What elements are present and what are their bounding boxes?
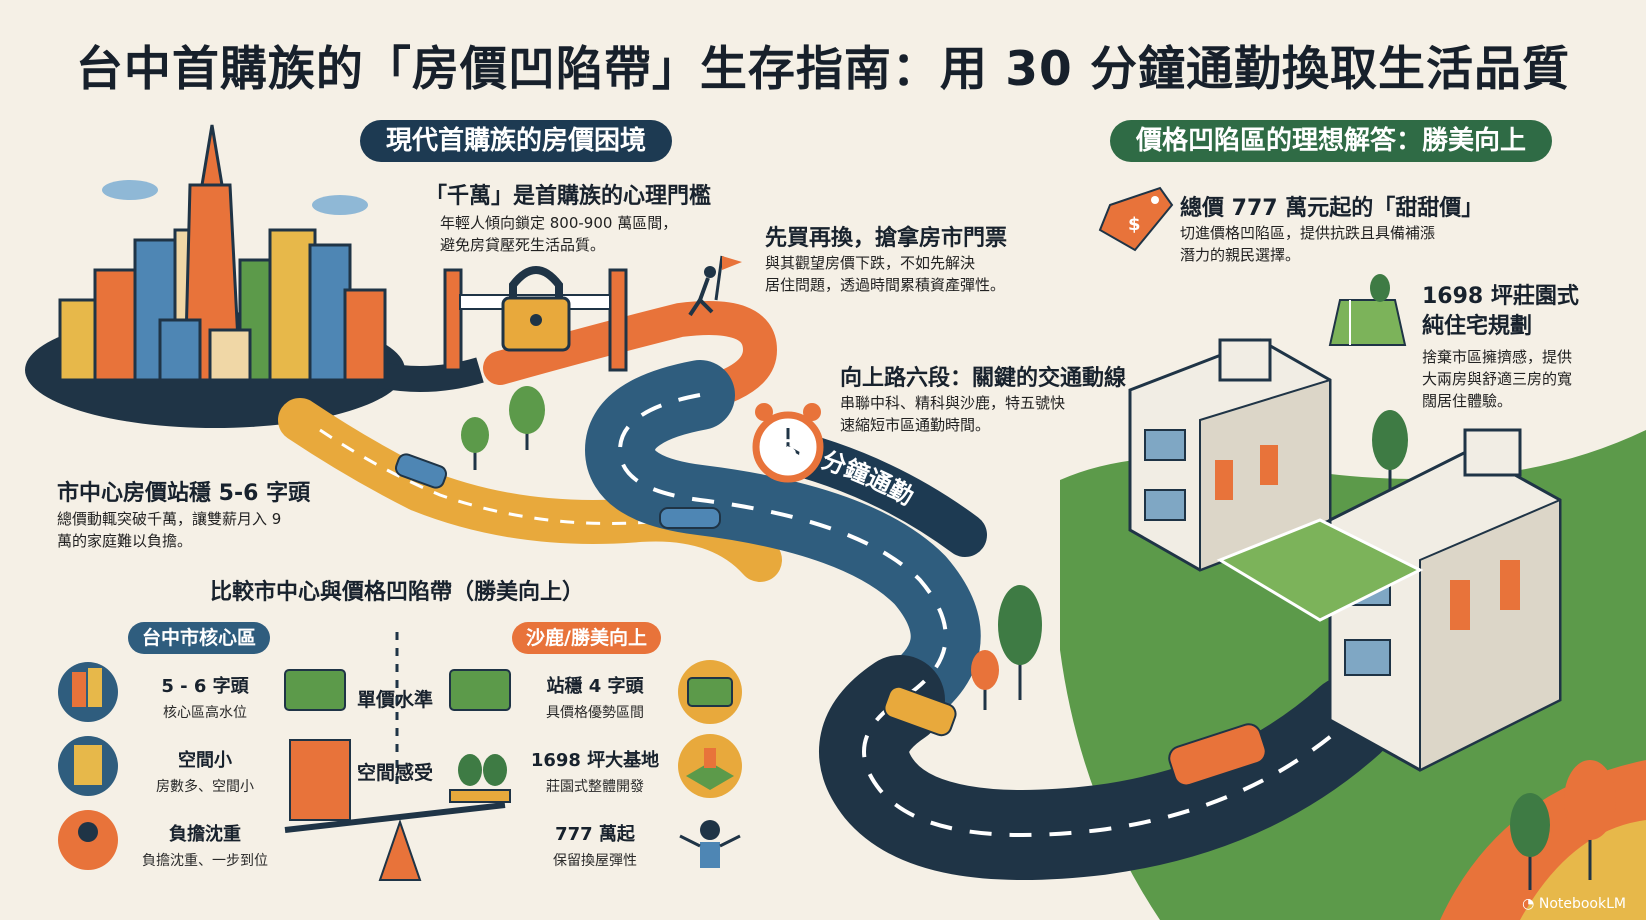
house-icon <box>1128 338 1562 772</box>
plan-body: 捨棄市區擁擠感，提供 大兩房與舒適三房的寬 闊居住體驗。 <box>1422 348 1573 410</box>
city-skyline-icon <box>58 124 387 382</box>
comparison-left-3: 負擔沈重 負擔沈重、一步到位 <box>142 824 268 869</box>
comparison-left-1: 5 - 6 字頭 核心區高水位 <box>161 676 249 721</box>
lock-icon <box>501 266 571 352</box>
dark-road <box>377 357 484 392</box>
land-plot-icon <box>1328 274 1407 346</box>
svg-text:$: $ <box>1128 214 1141 235</box>
car-icon <box>394 453 1267 787</box>
yellow-hill <box>1520 820 1646 920</box>
cloud <box>102 180 158 200</box>
comparison-middle-2: 空間感受 <box>357 762 434 784</box>
watermark: ◔ NotebookLM <box>1522 896 1626 912</box>
road-heading: 向上路六段：關鍵的交通動線 <box>840 366 1127 391</box>
comparison-left-2: 空間小 房數多、空間小 <box>156 750 254 795</box>
buy-first-body: 與其觀望房價下跌，不如先解決 居住問題，透過時間累積資產彈性。 <box>765 254 1006 294</box>
comparison-right-3: 777 萬起 保留換屋彈性 <box>553 824 637 869</box>
cloud <box>312 195 368 215</box>
buy-first-heading: 先買再換，搶拿房市門票 <box>765 226 1008 251</box>
tree-icon <box>461 386 1616 890</box>
core-area-label: 台中市核心區 <box>128 622 271 654</box>
city-price-body: 總價動輒突破千萬，讓雙薪月入 9 萬的家庭難以負擔。 <box>57 510 282 550</box>
section-pill-dilemma: 現代首購族的房價困境 <box>360 120 673 162</box>
alarm-clock-icon <box>752 403 824 483</box>
page-title: 台中首購族的「房價凹陷帶」生存指南：用 30 分鐘通勤換取生活品質 <box>75 42 1571 97</box>
money-stack-icon <box>284 660 742 724</box>
runner-flag-icon <box>688 255 742 317</box>
balance-scale-icon <box>284 739 511 881</box>
comparison-right-1: 站穩 4 字頭 具價格優勢區間 <box>546 676 644 721</box>
comparison-title: 比較市中心與價格凹陷帶（勝美向上） <box>210 580 585 605</box>
orange-road <box>483 301 778 412</box>
building-icon <box>58 736 118 796</box>
comparison-middle-1: 單價水準 <box>357 689 434 711</box>
comparison-right-2: 1698 坪大基地 莊園式整體開發 <box>530 750 660 795</box>
threshold-body: 年輕人傾向鎖定 800-900 萬區間， 避免房貸壓死生活品質。 <box>440 214 678 254</box>
section-pill-solution: 價格凹陷區的理想解答：勝美向上 <box>1110 120 1553 162</box>
city-price-heading: 市中心房價站穩 5-6 字頭 <box>57 481 311 506</box>
stressed-person-icon <box>58 810 118 870</box>
shrugging-person-icon <box>679 820 741 868</box>
city-icon <box>58 662 118 722</box>
sweet-price-heading: 總價 777 萬元起的「甜甜價」 <box>1180 196 1484 221</box>
sweet-price-body: 切進價格凹陷區，提供抗跌且具備補漲 潛力的親民選擇。 <box>1180 224 1436 264</box>
plan-heading: 1698 坪莊園式 純住宅規劃 <box>1422 284 1579 339</box>
shalu-label: 沙鹿/勝美向上 <box>512 622 661 654</box>
road-body: 串聯中科、精科與沙鹿，特五號快 速縮短市區通勤時間。 <box>840 394 1066 434</box>
barrier-icon <box>443 268 628 372</box>
price-tag-icon: $ <box>1098 186 1174 252</box>
threshold-heading: 「千萬」是首購族的心理門檻 <box>425 184 712 209</box>
plot-building-icon <box>678 734 742 798</box>
